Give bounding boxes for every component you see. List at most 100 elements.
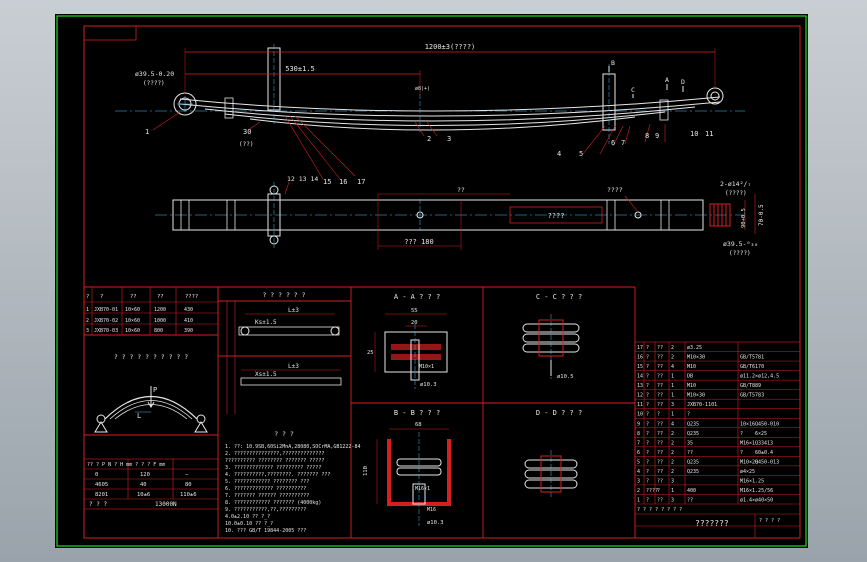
load-table-headers: ?? ? P N ? H mm ? ? ? F mm [87,462,165,468]
bom-cell: ? [740,431,743,437]
bom-cell: 2 [671,469,674,475]
plan-dim-len2: ??? 180 [404,238,434,246]
plan-dim-len: ?? [457,186,465,194]
plan-eye-note: (????) [729,250,751,257]
load-table [83,458,219,510]
load-diagram-heading: ? ? ? ? ? ? ? ? ? ? [114,353,188,361]
bom-cell: ?? [657,478,663,484]
bom-cell: Q450-013 [755,459,779,465]
bom-cell: GB/T5783 [740,393,764,399]
leader-lines [152,111,666,180]
plan-holes: 2-ø14²/₇ [720,180,751,188]
bom-cell: ?? [657,440,663,446]
section-aa-d1: 55 [411,308,418,314]
bom-cell: ?? [657,345,663,351]
right-eye [706,87,724,105]
plan-holes-note: (????) [725,190,747,197]
bom-cell: ?? [657,421,663,427]
dim-half: 530±1.5 [285,65,315,73]
bom-cell: 7 [637,440,640,446]
elevation-view [115,44,745,144]
bom-cell: 1 [637,498,640,504]
note-1: 1. ??: 10.9SB,60Si2MnA,28080,SOCrMA,GB12… [225,444,360,450]
section-bb-d3: M16×1 [415,486,430,492]
bom-footer: ? ? ? ? ? ? ? ? [637,507,682,513]
balloon-6: 6 [611,139,615,147]
bom-cell: 4 [637,469,640,475]
bom-cell: 6×25 [755,431,767,437]
bom-cell: Q235 [687,459,699,465]
bom-cell: ? [646,393,649,399]
bom-cell: ? [646,498,649,504]
bom-cell: M10×30 [687,393,705,399]
leaf-row-1-arc: 430 [184,307,193,313]
section-mark-d: D [681,78,685,86]
bom-cell: ?? [657,364,663,370]
balloon-17: 17 [357,178,365,186]
bom-cell: ? [646,431,649,437]
section-mark-a: A [665,76,669,84]
section-dd [524,450,578,498]
bom-cell: 1 [671,412,674,418]
bom-cell: 2 [671,345,674,351]
bom-cell: ?? [657,383,663,389]
load-row-1-a: 0 [95,472,98,478]
balloon-4: 4 [557,150,561,158]
bom-table [634,341,801,539]
bom-cell: 10×16 [740,421,755,427]
bom-cell: ? [646,402,649,408]
bom-cell: ?? [657,431,663,437]
title-block-cells: ? ? ? ? [759,518,780,524]
bom-cell: Q450-010 [755,421,779,427]
plan-width: 70-0.5 [758,204,765,226]
load-row-2-c: 80 [185,482,192,488]
section-aa-title: A - A ? ? ? [394,293,440,301]
section-cc [522,314,580,379]
bom-cell: 3 [637,478,640,484]
section-bb-title: B - B ? ? ? [394,409,440,417]
bom-cell: ?? [657,459,663,465]
note-5: 4. ??????????,????????. ??????? ??? [225,472,330,478]
section-bb-d4: ø10.3 [427,520,444,526]
bom-cell: ø11.2×ø12,4.5 [740,374,779,380]
dim-eye-left-note: (????) [143,80,165,87]
balloon-8: 8 [645,132,649,140]
load-span-label: L [137,412,141,420]
note-7: 6. ????????????? ?????????? [225,486,306,492]
bom-cell: 3 [671,478,674,484]
note-11: 4.0±2.10 ?? ?_? [225,514,270,520]
bom-cell: ? [646,478,649,484]
bom-cell: 400 [687,488,696,494]
bom-cell: ø3.25 [687,345,702,351]
section-aa-d4: M10×1 [419,364,434,370]
leaf-table-h3: ?? [157,294,164,300]
bom-cell: 1 [671,488,674,494]
bom-cell: ? [646,383,649,389]
bom-cell: ø4×25 [740,469,755,475]
bom-cell: Q235 [687,421,699,427]
bom-cell: ? [740,450,743,456]
section-aa [374,313,448,389]
section-cc-d1: ø10.5 [557,374,574,380]
leaf-row-2-code: JXB70-02 [94,318,118,324]
load-footer-value: 13000N [155,501,177,508]
bom-cell: ???? [646,488,658,494]
cad-drawing: 1200±3(????) 530±1.5 ø39.5-0.20 (????) B… [56,15,807,547]
plan-view [155,181,756,250]
notes-heading: ? ? ? [274,430,294,438]
bom-cell: Q235 [687,431,699,437]
balloon-30: 30 [243,128,251,136]
leaf-row-2-arc: 410 [184,318,193,324]
outer-frame [56,15,807,547]
bom-cell: 1 [671,383,674,389]
leaf-view-dim4: Xs±1.5 [255,371,277,378]
note-13: 10. ??? GB/T 19844-2005 ??? [225,528,306,534]
bom-cell: 9 [637,421,640,427]
balloon-11: 11 [705,130,713,138]
dim-overall: 1200±3(????) [425,43,476,51]
bom-cell: ? [646,469,649,475]
leaf-table-h1: ? [100,294,103,300]
balloon-1: 1 [145,128,149,136]
bom-cell: ? [657,488,660,494]
bom-cell: ? [646,355,649,361]
